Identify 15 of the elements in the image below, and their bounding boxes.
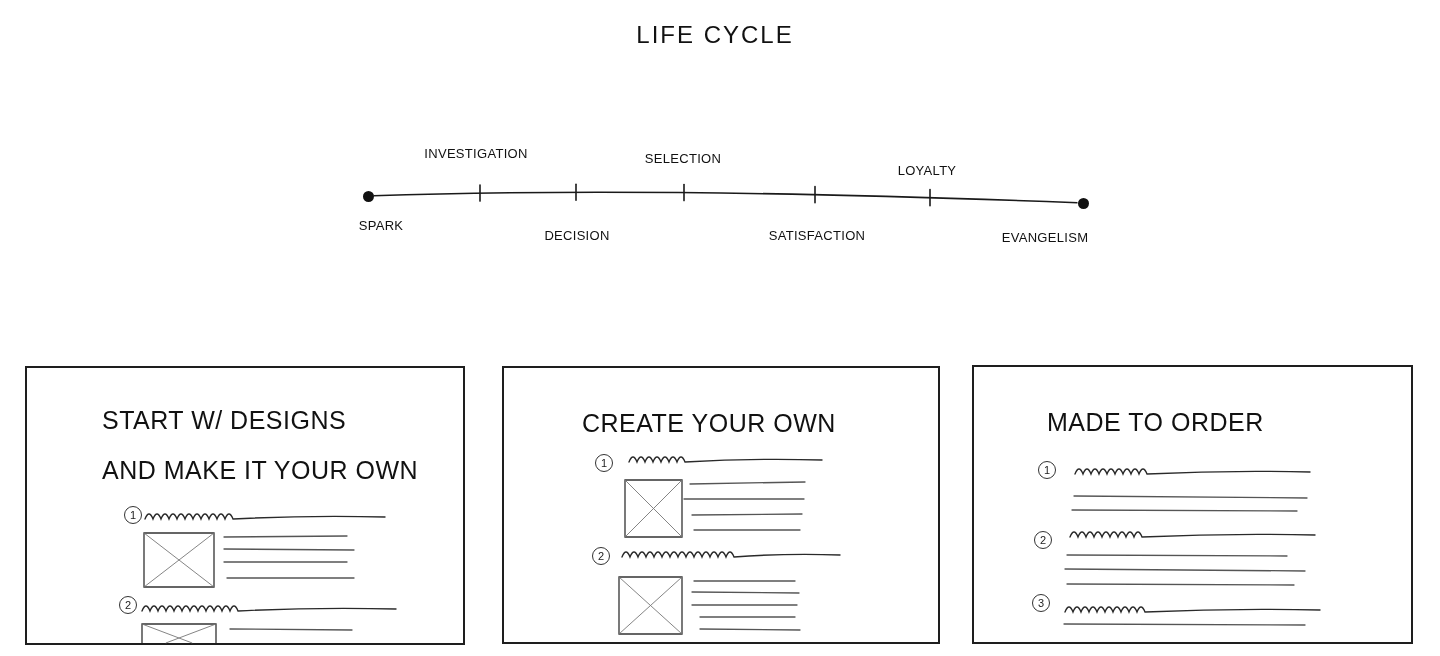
timeline-label: SPARK xyxy=(358,218,404,234)
wireframe-panel xyxy=(25,366,465,645)
panel-heading: CREATE YOUR OWN xyxy=(582,408,836,439)
timeline-label: LOYALTY xyxy=(897,163,957,179)
wireframe-panel xyxy=(972,365,1413,644)
timeline-label: SELECTION xyxy=(644,151,722,167)
wireframe-panel xyxy=(502,366,940,644)
timeline-label: DECISION xyxy=(544,228,610,244)
timeline-line xyxy=(372,191,1079,204)
timeline-label: SATISFACTION xyxy=(768,228,866,244)
panel-heading: MADE TO ORDER xyxy=(1047,407,1264,438)
timeline-label: EVANGELISM xyxy=(1001,230,1089,246)
timeline-label: INVESTIGATION xyxy=(424,146,528,162)
diagram-title: LIFE CYCLE xyxy=(636,21,794,49)
panel-heading: START W/ DESIGNS AND MAKE IT YOUR OWN xyxy=(102,405,419,486)
